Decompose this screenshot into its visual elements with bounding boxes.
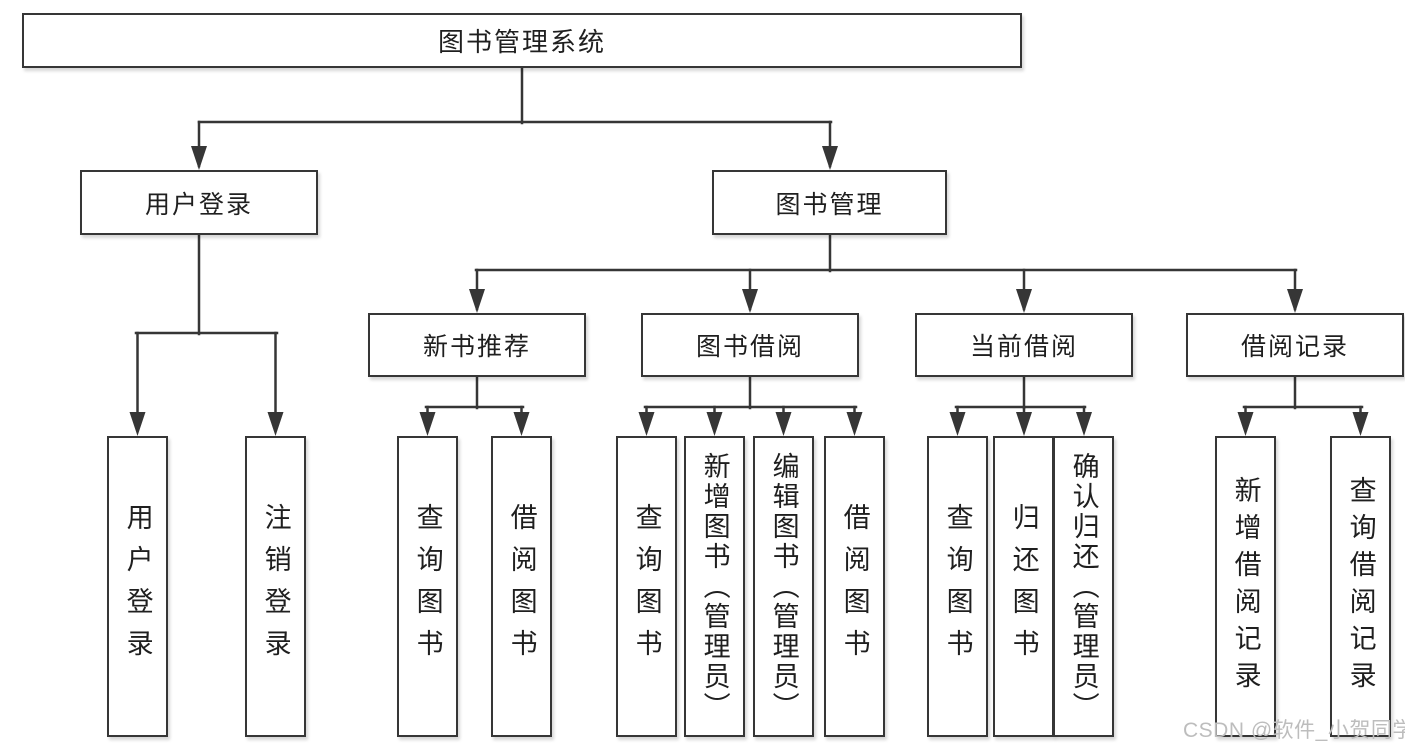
node-label: 注销登录 — [260, 502, 291, 671]
node-label: 编辑图书（管理员） — [768, 451, 799, 722]
leaf-edit-book-admin: 编辑图书（管理员） — [753, 436, 814, 737]
node-label: 图书管理系统 — [437, 27, 606, 57]
node-label: 查询图书 — [412, 502, 443, 671]
leaf-query-books-current: 查询图书 — [927, 436, 988, 737]
node-label: 新增借阅记录 — [1230, 475, 1261, 698]
leaf-return-book: 归还图书 — [993, 436, 1054, 737]
node-label: 图书借阅 — [695, 333, 804, 361]
node-label: 归还图书 — [1008, 502, 1039, 671]
leaf-confirm-return-admin: 确认归还（管理员） — [1053, 436, 1114, 737]
leaf-logout: 注销登录 — [245, 436, 306, 737]
node-user-login: 用户登录 — [80, 170, 318, 235]
csdn-watermark: CSDN @软件_小贺同学 — [1183, 719, 1405, 742]
node-library-management-system: 图书管理系统 — [22, 13, 1022, 68]
leaf-query-books-recommendation: 查询图书 — [397, 436, 458, 737]
leaf-add-borrowing-record: 新增借阅记录 — [1215, 436, 1276, 737]
node-label: 用户登录 — [122, 502, 153, 671]
node-label: 借阅图书 — [839, 502, 870, 671]
node-label: 查询图书 — [631, 502, 662, 671]
node-label: 用户登录 — [144, 190, 253, 219]
leaf-query-borrowing-record: 查询借阅记录 — [1330, 436, 1391, 737]
node-label: 借阅记录 — [1240, 333, 1349, 361]
node-label: 新增图书（管理员） — [699, 451, 730, 722]
node-label: 查询图书 — [942, 502, 973, 671]
node-borrowing-records: 借阅记录 — [1186, 313, 1404, 377]
leaf-add-book-admin: 新增图书（管理员） — [684, 436, 745, 737]
leaf-user-login: 用户登录 — [107, 436, 168, 737]
leaf-borrow-books-recommendation: 借阅图书 — [491, 436, 552, 737]
node-label: 新书推荐 — [422, 333, 531, 361]
node-label: 当前借阅 — [969, 333, 1078, 361]
node-new-book-recommendation: 新书推荐 — [368, 313, 586, 377]
node-book-borrowing: 图书借阅 — [641, 313, 859, 377]
node-label: 图书管理 — [775, 190, 884, 219]
node-label: 借阅图书 — [506, 502, 537, 671]
leaf-borrow-books-borrowing: 借阅图书 — [824, 436, 885, 737]
node-current-borrowing: 当前借阅 — [915, 313, 1133, 377]
node-book-management: 图书管理 — [712, 170, 947, 235]
leaf-query-books-borrowing: 查询图书 — [616, 436, 677, 737]
node-label: 查询借阅记录 — [1345, 475, 1376, 698]
node-label: 确认归还（管理员） — [1068, 451, 1099, 722]
